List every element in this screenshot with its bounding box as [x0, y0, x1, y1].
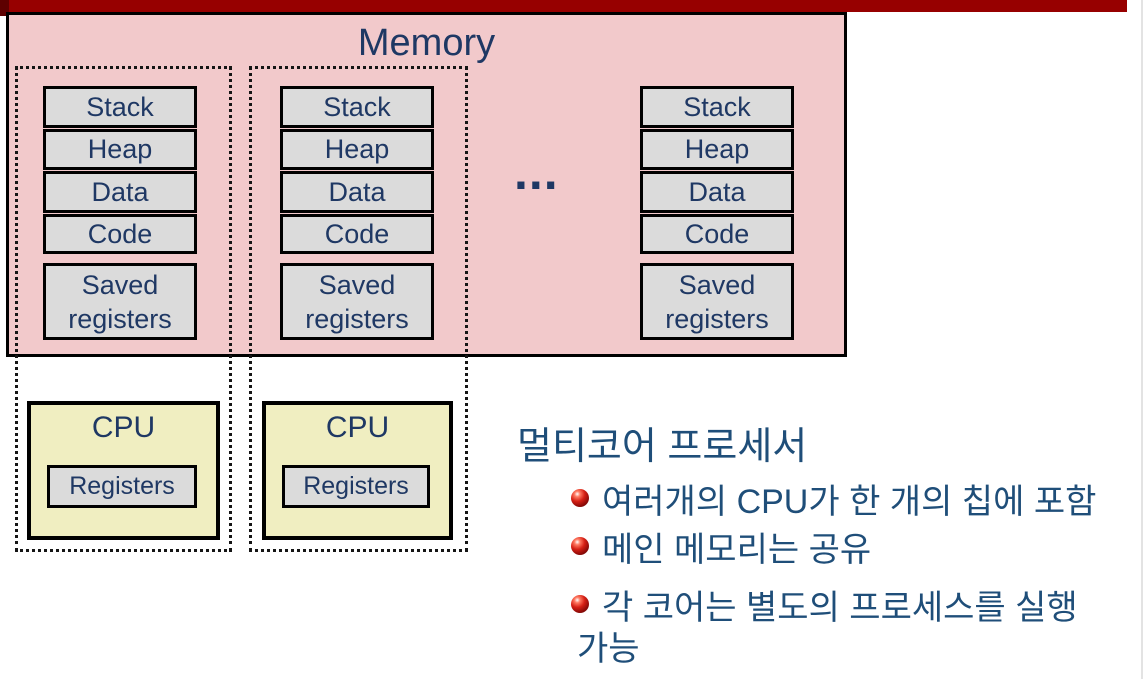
memory-segment-code: Code — [640, 214, 794, 254]
memory-segment-data: Data — [280, 171, 434, 213]
memory-segment-stack: Stack — [640, 86, 794, 128]
memory-segment-stack: Stack — [43, 86, 197, 128]
process-context-outline-2 — [249, 66, 468, 552]
note-bullet-3-wrap-line: 가능 — [577, 630, 640, 668]
cpu-box-1: CPU Registers — [27, 401, 220, 540]
right-edge-divider — [1141, 0, 1143, 679]
memory-segment-data: Data — [43, 171, 197, 213]
note-bullet-3: 각 코어는 별도의 프로세스를 실행 — [571, 585, 1078, 627]
cpu-label: CPU — [91, 411, 156, 444]
memory-segment-heap: Heap — [640, 129, 794, 170]
note-bullet-2: 메인 메모리는 공유 — [571, 527, 871, 569]
memory-segment-stack: Stack — [280, 86, 434, 128]
memory-segment-data: Data — [640, 171, 794, 213]
note-bullet-text: 여러개의 CPU가 한 개의 칩에 포함 — [602, 482, 1097, 521]
red-ball-bullet-icon — [571, 489, 589, 507]
process-context-outline-1 — [15, 66, 232, 552]
registers-box: Registers — [47, 465, 197, 508]
memory-segment-saved-registers: Saved registers — [640, 263, 794, 340]
note-bullet-text: 메인 메모리는 공유 — [602, 530, 872, 569]
process-memory-column-1: Stack Heap Data Code Saved registers — [43, 86, 197, 341]
memory-segment-code: Code — [280, 214, 434, 254]
memory-segment-heap: Heap — [43, 129, 197, 170]
memory-segment-code: Code — [43, 214, 197, 254]
top-accent-bar-cap — [0, 0, 9, 16]
red-ball-bullet-icon — [571, 595, 589, 613]
process-memory-column-3: Stack Heap Data Code Saved registers — [640, 86, 794, 341]
memory-title: Memory — [357, 22, 496, 64]
cpu-label: CPU — [325, 411, 390, 444]
memory-segment-saved-registers: Saved registers — [43, 263, 197, 340]
memory-segment-saved-registers: Saved registers — [280, 263, 434, 340]
cpu-box-2: CPU Registers — [262, 401, 453, 540]
more-processes-ellipsis: ... — [514, 144, 559, 200]
note-bullet-1: 여러개의 CPU가 한 개의 칩에 포함 — [571, 479, 1096, 521]
process-memory-column-2: Stack Heap Data Code Saved registers — [280, 86, 434, 341]
top-accent-bar — [0, 0, 1127, 12]
notes-heading: 멀티코어 프로세서 — [517, 426, 808, 468]
red-ball-bullet-icon — [571, 537, 589, 555]
registers-box: Registers — [282, 465, 430, 508]
memory-segment-heap: Heap — [280, 129, 434, 170]
note-bullet-text: 각 코어는 별도의 프로세스를 실행 — [602, 588, 1078, 627]
